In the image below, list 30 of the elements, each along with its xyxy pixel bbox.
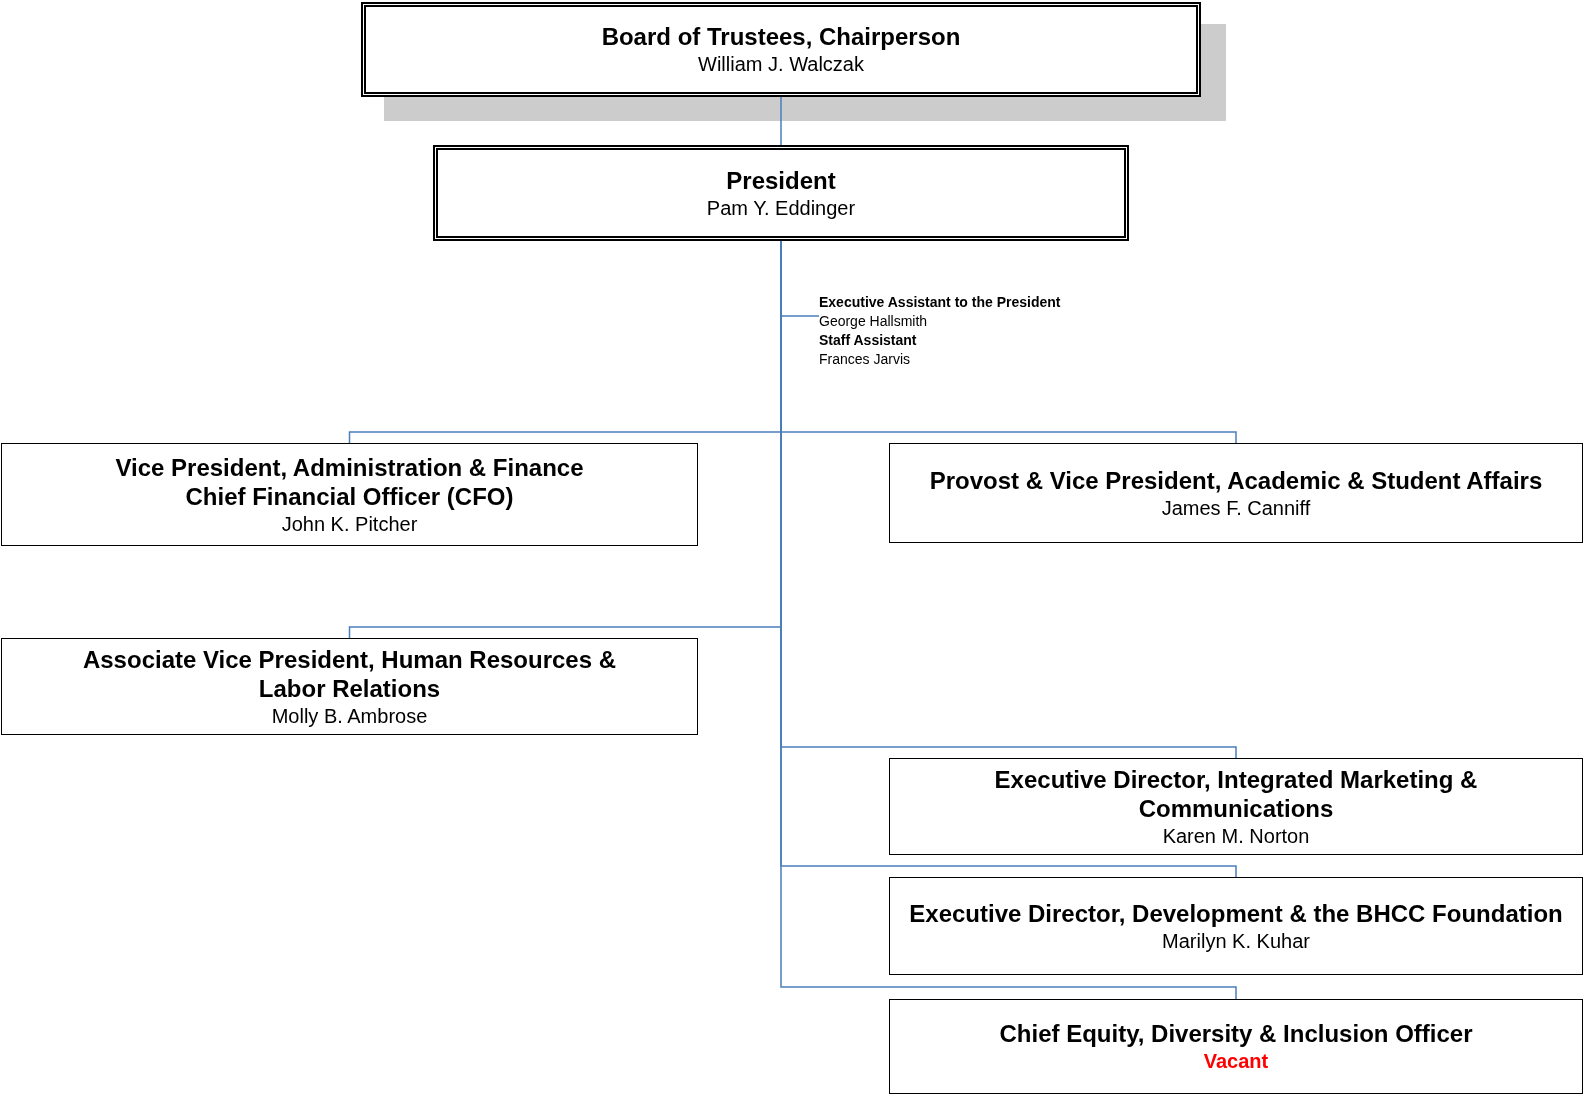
person-name: George Hallsmith bbox=[819, 312, 928, 331]
person-name: Marilyn K. Kuhar bbox=[1162, 928, 1310, 954]
job-title: Executive Director, Development & the BHCC Foundation bbox=[909, 898, 1563, 928]
person-name: Karen M. Norton bbox=[1162, 823, 1310, 849]
position-box bbox=[889, 877, 1583, 975]
person-name: Molly B. Ambrose bbox=[271, 703, 428, 729]
job-title: Board of Trustees, Chairperson bbox=[601, 22, 961, 51]
person-name: John K. Pitcher bbox=[281, 511, 418, 537]
job-title: Chief Equity, Diversity & Inclusion Officer bbox=[999, 1019, 1473, 1048]
person-name: Frances Jarvis bbox=[819, 350, 911, 369]
job-title: Executive Director, Integrated Marketing & Communications bbox=[993, 764, 1479, 823]
job-title: Provost & Vice President, Academic & Student Affairs bbox=[929, 465, 1543, 495]
job-title: Executive Assistant to the President bbox=[819, 293, 1061, 312]
job-title: Chief Financial Officer (CFO) bbox=[185, 481, 514, 511]
job-title: President bbox=[726, 165, 836, 195]
position-box bbox=[889, 443, 1583, 543]
person-name: Pam Y. Eddinger bbox=[706, 195, 856, 221]
position-box bbox=[361, 2, 1201, 97]
connector-line bbox=[780, 96, 782, 146]
position-box bbox=[889, 999, 1583, 1094]
vacancy-status: Vacant bbox=[1203, 1049, 1269, 1074]
position-box bbox=[889, 758, 1583, 855]
position-box bbox=[1, 443, 698, 546]
person-name: William J. Walczak bbox=[698, 52, 864, 77]
person-name: James F. Canniff bbox=[1161, 495, 1311, 521]
job-title: Staff Assistant bbox=[819, 331, 917, 350]
job-title: Associate Vice President, Human Resources & Labor Relations bbox=[81, 644, 618, 703]
position-box bbox=[1, 638, 698, 735]
job-title: Vice President, Administration & Finance bbox=[115, 452, 584, 482]
position-box bbox=[433, 145, 1129, 241]
